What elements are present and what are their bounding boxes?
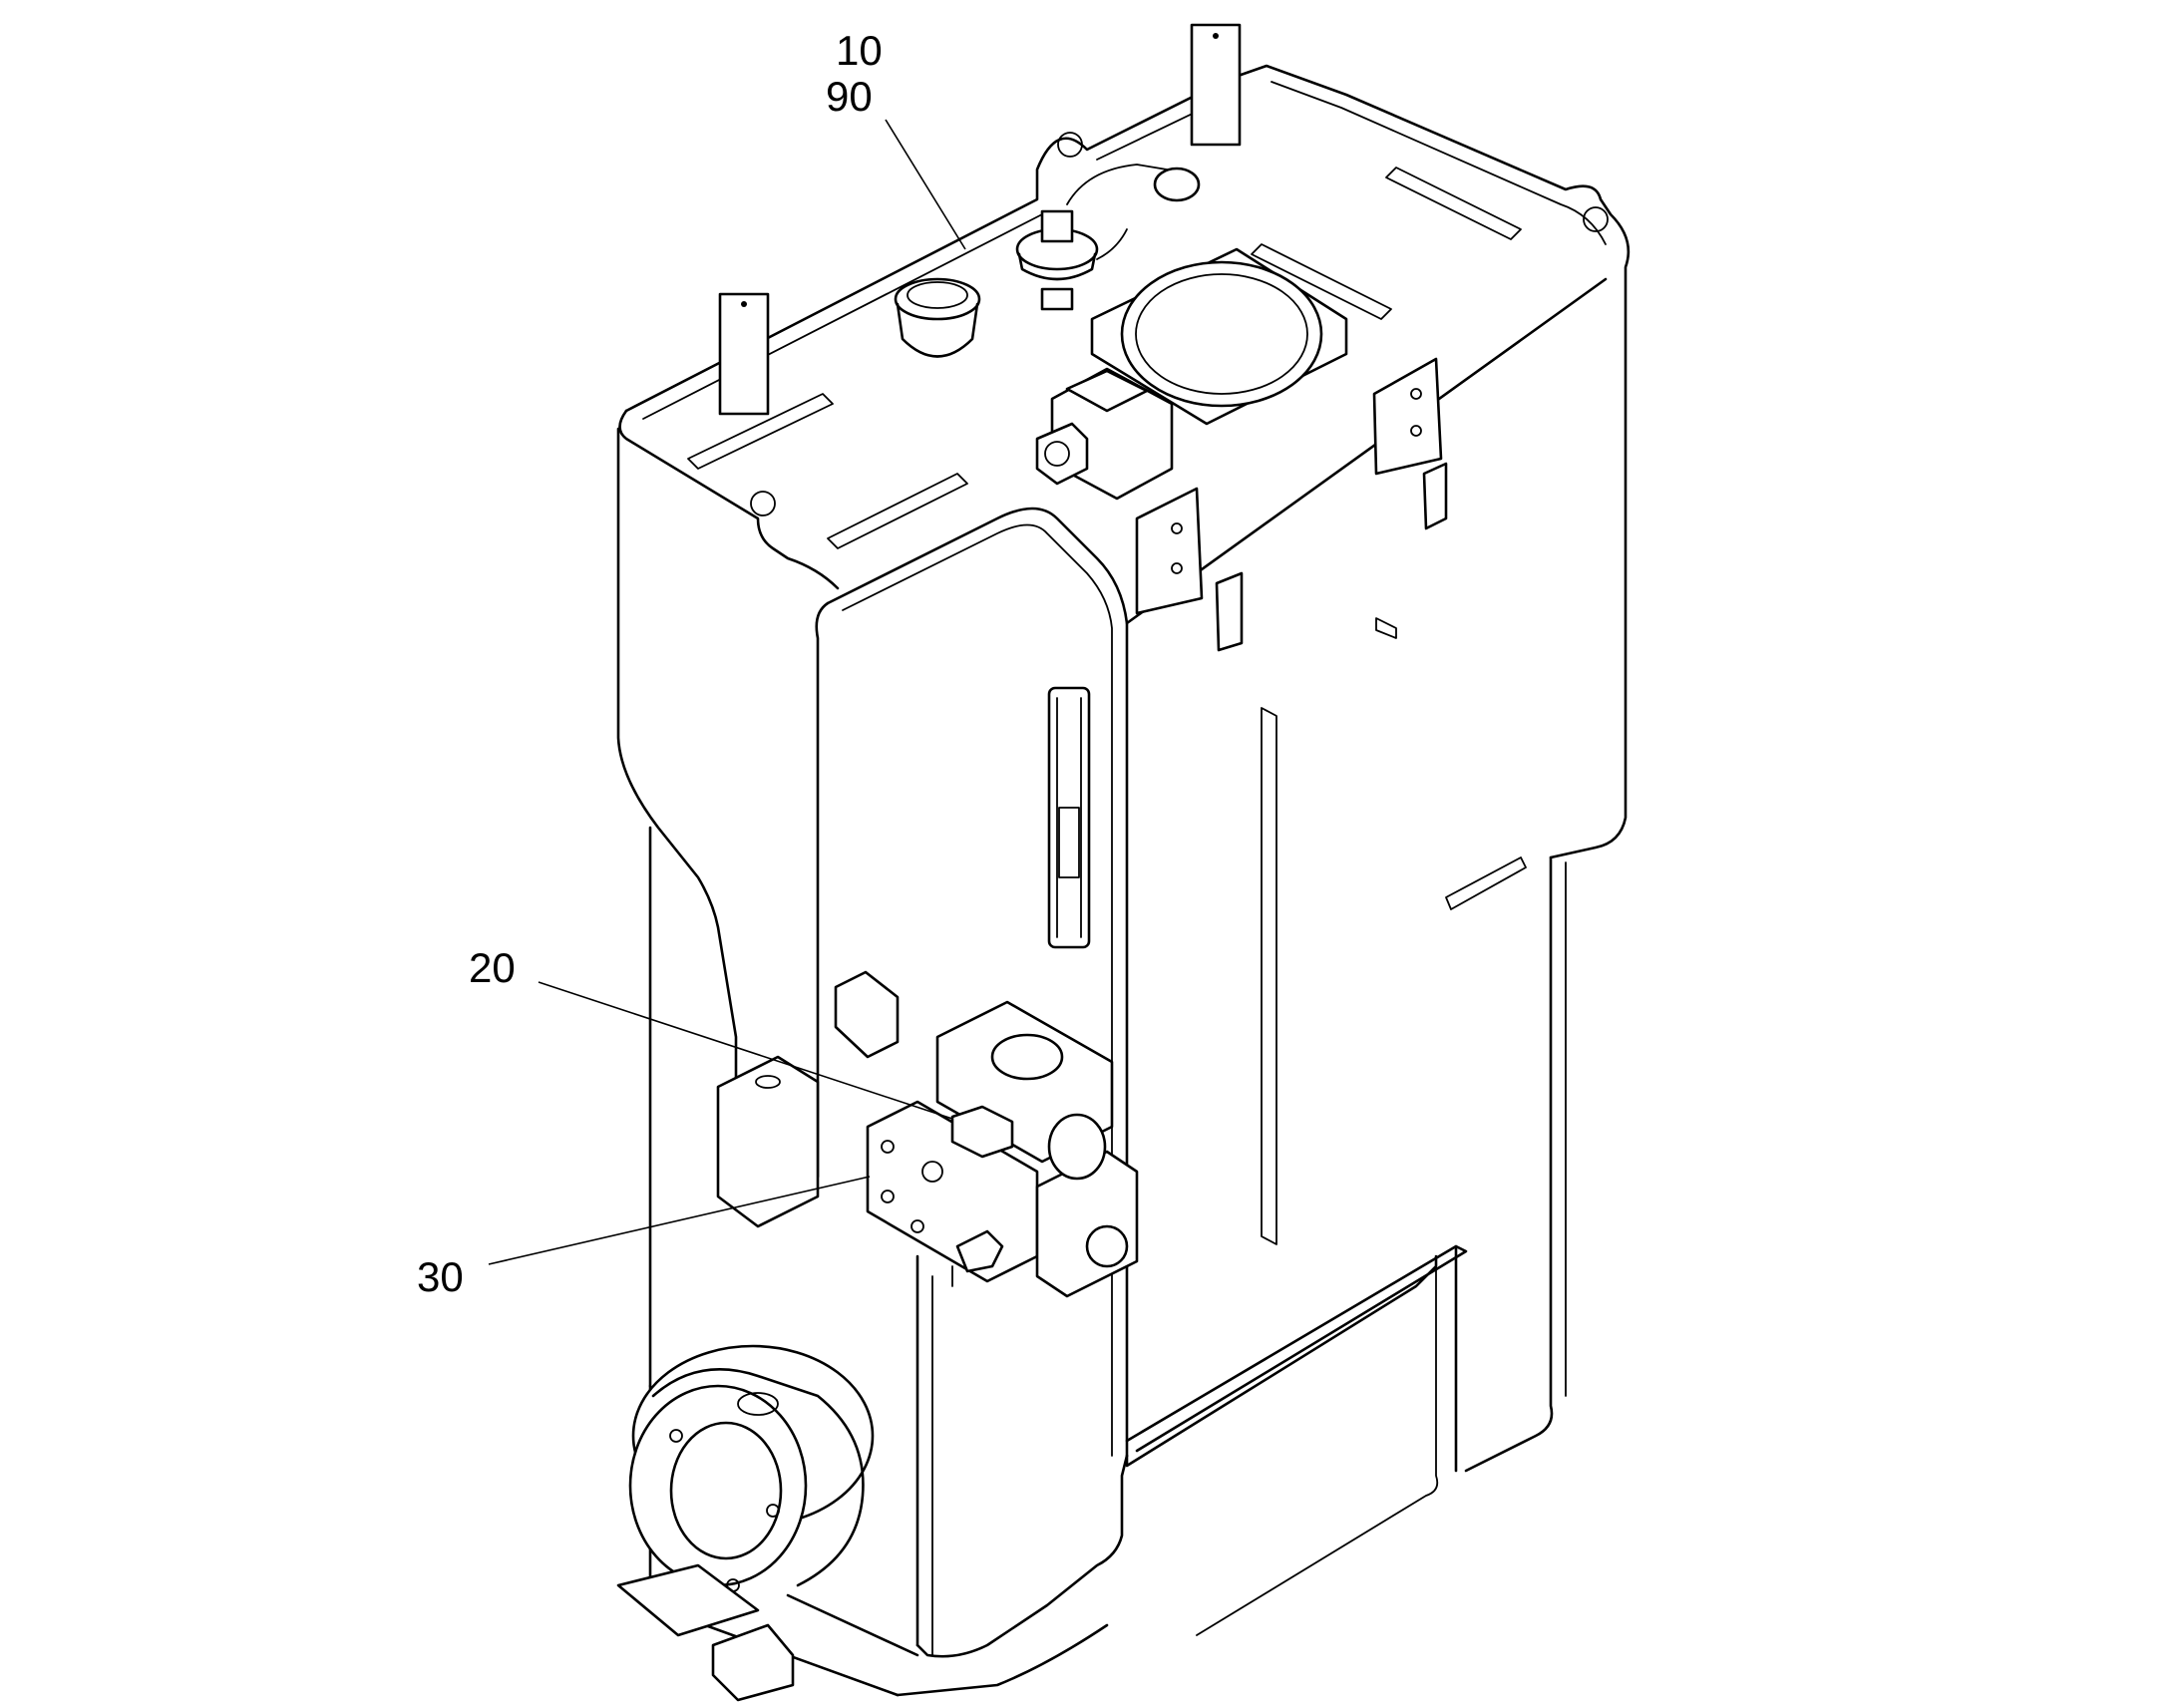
lifting-lug-holes xyxy=(750,132,1609,516)
corner-post-rear xyxy=(1190,23,1242,147)
leader-30 xyxy=(488,1176,871,1265)
sight-gauge xyxy=(1047,686,1091,949)
callout-90: 90 xyxy=(826,73,873,120)
flange-port xyxy=(1090,247,1348,426)
leader-lines xyxy=(488,119,966,1265)
top-valve-body xyxy=(1035,367,1174,501)
valve-manifold xyxy=(866,1000,1139,1298)
corner-post-left xyxy=(718,292,770,416)
front-bracket-block xyxy=(834,970,900,1059)
tank-body xyxy=(616,64,1631,1697)
suction-coupling xyxy=(616,1344,875,1702)
callout-30: 30 xyxy=(417,1253,464,1300)
leader-20 xyxy=(538,981,953,1120)
callout-10: 10 xyxy=(836,27,883,74)
breather-sensor xyxy=(1015,164,1201,311)
hinge-plates xyxy=(1135,357,1448,652)
leader-10-90 xyxy=(885,119,966,250)
callout-20: 20 xyxy=(469,944,516,991)
top-brackets xyxy=(687,167,1522,549)
side-block xyxy=(716,1055,820,1228)
filler-cap xyxy=(894,277,981,358)
